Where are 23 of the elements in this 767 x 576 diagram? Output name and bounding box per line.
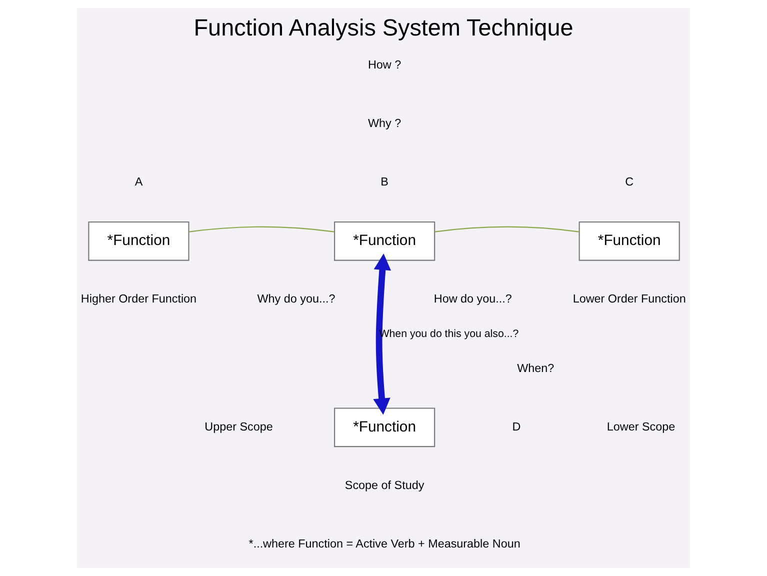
node-label: Lower Order Function [572, 292, 686, 306]
label: How ? [368, 58, 402, 72]
label: B [380, 176, 388, 189]
label: Why do you...? [257, 292, 336, 306]
label: How do you...? [434, 292, 512, 306]
label: A [134, 176, 143, 189]
label: Upper Scope [204, 420, 273, 434]
node-label: Higher Order Function [80, 292, 197, 306]
label: D [512, 420, 521, 434]
label: Why ? [368, 117, 402, 130]
connector [434, 226, 580, 232]
connector [189, 226, 334, 232]
arrow [373, 254, 392, 415]
node-box: *Function [578, 221, 680, 261]
label: *...where Function = Active Verb + Measurable Noun [248, 537, 520, 550]
label: Lower Scope [606, 420, 676, 434]
node-box: *Function [88, 221, 190, 261]
label: C [625, 176, 634, 189]
node-box: *Function [334, 408, 436, 448]
label: Scope of Study [344, 478, 424, 492]
diagram-title: Function Analysis System Technique [194, 14, 574, 40]
node-box: *Function [334, 221, 436, 261]
label: When? [517, 362, 554, 375]
